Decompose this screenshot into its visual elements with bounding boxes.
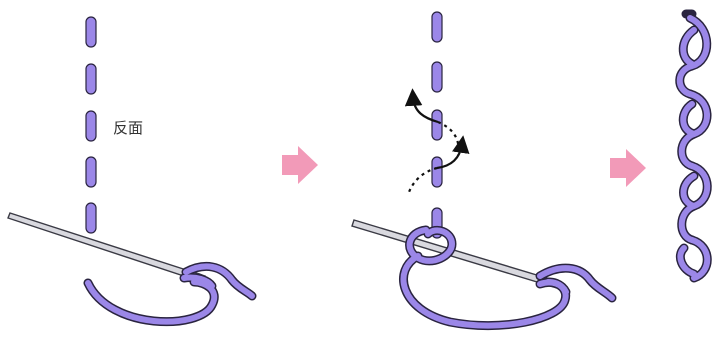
working-thread	[83, 261, 257, 327]
right-arrow-icon	[610, 149, 646, 187]
stitch	[85, 63, 97, 95]
sewing-needle-icon	[7, 212, 208, 283]
right-arrow-icon	[282, 146, 318, 184]
running-stitches	[431, 11, 443, 239]
finished-whipped-stitch	[675, 9, 712, 283]
stitch	[85, 156, 97, 188]
stitch	[85, 110, 97, 142]
running-stitches	[85, 16, 97, 234]
sewing-needle-icon	[351, 219, 563, 289]
panel-step-3	[675, 9, 712, 283]
panel-step-2	[351, 11, 617, 331]
stitch	[431, 156, 443, 188]
stitch	[85, 202, 97, 234]
stitch	[85, 16, 97, 48]
panel-step-1: 反面	[7, 16, 257, 327]
stitch	[431, 11, 443, 43]
back-side-label: 反面	[113, 119, 143, 137]
curved-arrow-icon	[404, 88, 470, 196]
stitch	[431, 109, 443, 141]
stitch	[431, 61, 443, 93]
